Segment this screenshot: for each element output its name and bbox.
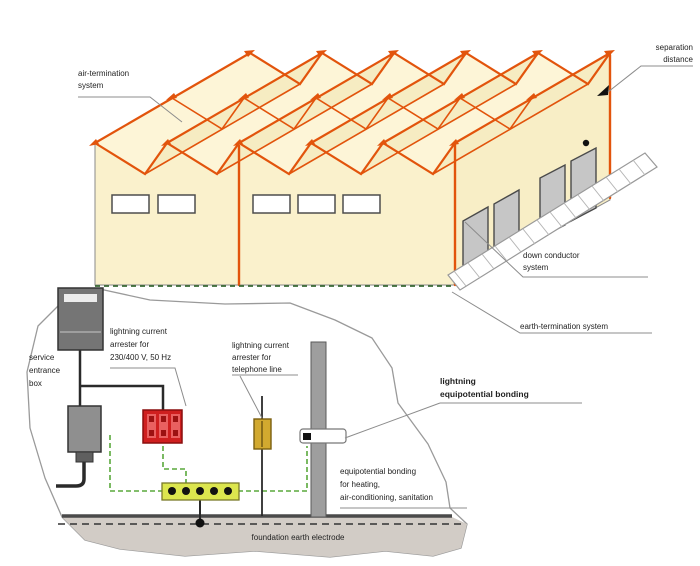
- svg-text:earth-termination system: earth-termination system: [520, 322, 608, 331]
- label-service-entrance-box: service entrance box: [29, 353, 61, 388]
- svg-text:arrester for: arrester for: [110, 340, 149, 349]
- svg-text:box: box: [29, 379, 42, 388]
- service-entrance-cabinet: [57, 287, 104, 351]
- label-power-arrester: lightning current arrester for 230/400 V…: [110, 327, 171, 362]
- bonding-wire-power-arrester: [162, 446, 187, 483]
- bonding-wires: [109, 435, 308, 492]
- label-hvac-bonding: equipotential bonding for heating, air-c…: [340, 467, 433, 502]
- leader-power-arrester: [110, 367, 187, 407]
- bonding-bar: [161, 482, 240, 501]
- window: [342, 194, 381, 214]
- soil-band: [62, 517, 467, 557]
- label-lightning-bonding: lightning equipotential bonding: [440, 376, 529, 399]
- svg-text:lightning: lightning: [440, 376, 476, 386]
- leader-earth-termination: [451, 291, 652, 334]
- svg-text:distance: distance: [663, 55, 693, 64]
- phone-arrester: [253, 418, 272, 450]
- bonding-terminal: [210, 487, 218, 495]
- power-feed-cable: [80, 384, 165, 410]
- leader-lightning-bonding: [344, 402, 582, 439]
- service-entrance-cable: [56, 460, 86, 488]
- bonding-terminal: [196, 487, 204, 495]
- svg-text:system: system: [78, 81, 104, 90]
- window: [111, 194, 150, 214]
- label-phone-arrester: lightning current arrester for telephone…: [232, 341, 290, 374]
- label-down-conductor: down conductor system: [523, 251, 580, 272]
- leader-phone-arrester: [232, 374, 298, 419]
- window: [297, 194, 336, 214]
- leader-separation: [607, 65, 693, 93]
- meter-box: [67, 405, 102, 463]
- separation-arrow-icon: [597, 85, 609, 96]
- svg-text:entrance: entrance: [29, 366, 61, 375]
- svg-text:230/400 V, 50 Hz: 230/400 V, 50 Hz: [110, 353, 171, 362]
- ramp-hatches: [453, 159, 646, 287]
- svg-text:system: system: [523, 263, 549, 272]
- leader-down-conductor: [464, 221, 648, 278]
- bonding-terminal: [168, 487, 176, 495]
- svg-text:separation: separation: [656, 43, 693, 52]
- leader-lines: [78, 65, 693, 509]
- bonding-wire-service: [109, 435, 162, 492]
- leader-air-termination: [78, 96, 183, 123]
- svg-text:air-conditioning, sanitation: air-conditioning, sanitation: [340, 493, 433, 502]
- separation-dot: [582, 139, 590, 147]
- label-foundation-earth: foundation earth electrode: [252, 533, 346, 542]
- svg-text:service: service: [29, 353, 55, 362]
- label-air-termination: air-termination system: [78, 69, 129, 90]
- cabinet-slot: [64, 294, 97, 302]
- svg-text:equipotential bonding: equipotential bonding: [440, 389, 529, 399]
- windows: [111, 194, 381, 214]
- label-earth-termination: earth-termination system: [520, 322, 608, 331]
- pipe-bonding-clamp: [299, 428, 347, 444]
- svg-text:down conductor: down conductor: [523, 251, 580, 260]
- roof-mesh-cross-conductor: [171, 96, 533, 131]
- svg-text:arrester for: arrester for: [232, 353, 271, 362]
- svg-text:lightning current: lightning current: [110, 327, 168, 336]
- window: [252, 194, 291, 214]
- foundation-connection-dot: [195, 518, 205, 528]
- bonding-terminal: [182, 487, 190, 495]
- svg-text:lightning current: lightning current: [232, 341, 290, 350]
- pipe-clamp-bolt: [303, 433, 311, 440]
- svg-text:for heating,: for heating,: [340, 480, 380, 489]
- labels: air-termination system separation distan…: [29, 43, 694, 542]
- svg-text:telephone line: telephone line: [232, 365, 282, 374]
- window: [157, 194, 196, 214]
- power-arrester: [142, 409, 183, 444]
- air-termination-rod-arrows: [89, 50, 615, 146]
- bonding-terminal: [224, 487, 232, 495]
- svg-text:foundation earth electrode: foundation earth electrode: [252, 533, 346, 542]
- svg-text:air-termination: air-termination: [78, 69, 129, 78]
- label-separation-distance: separation distance: [656, 43, 694, 64]
- building: [89, 50, 658, 291]
- bonding-wire-pipe: [238, 446, 308, 492]
- svg-text:equipotential bonding: equipotential bonding: [340, 467, 416, 476]
